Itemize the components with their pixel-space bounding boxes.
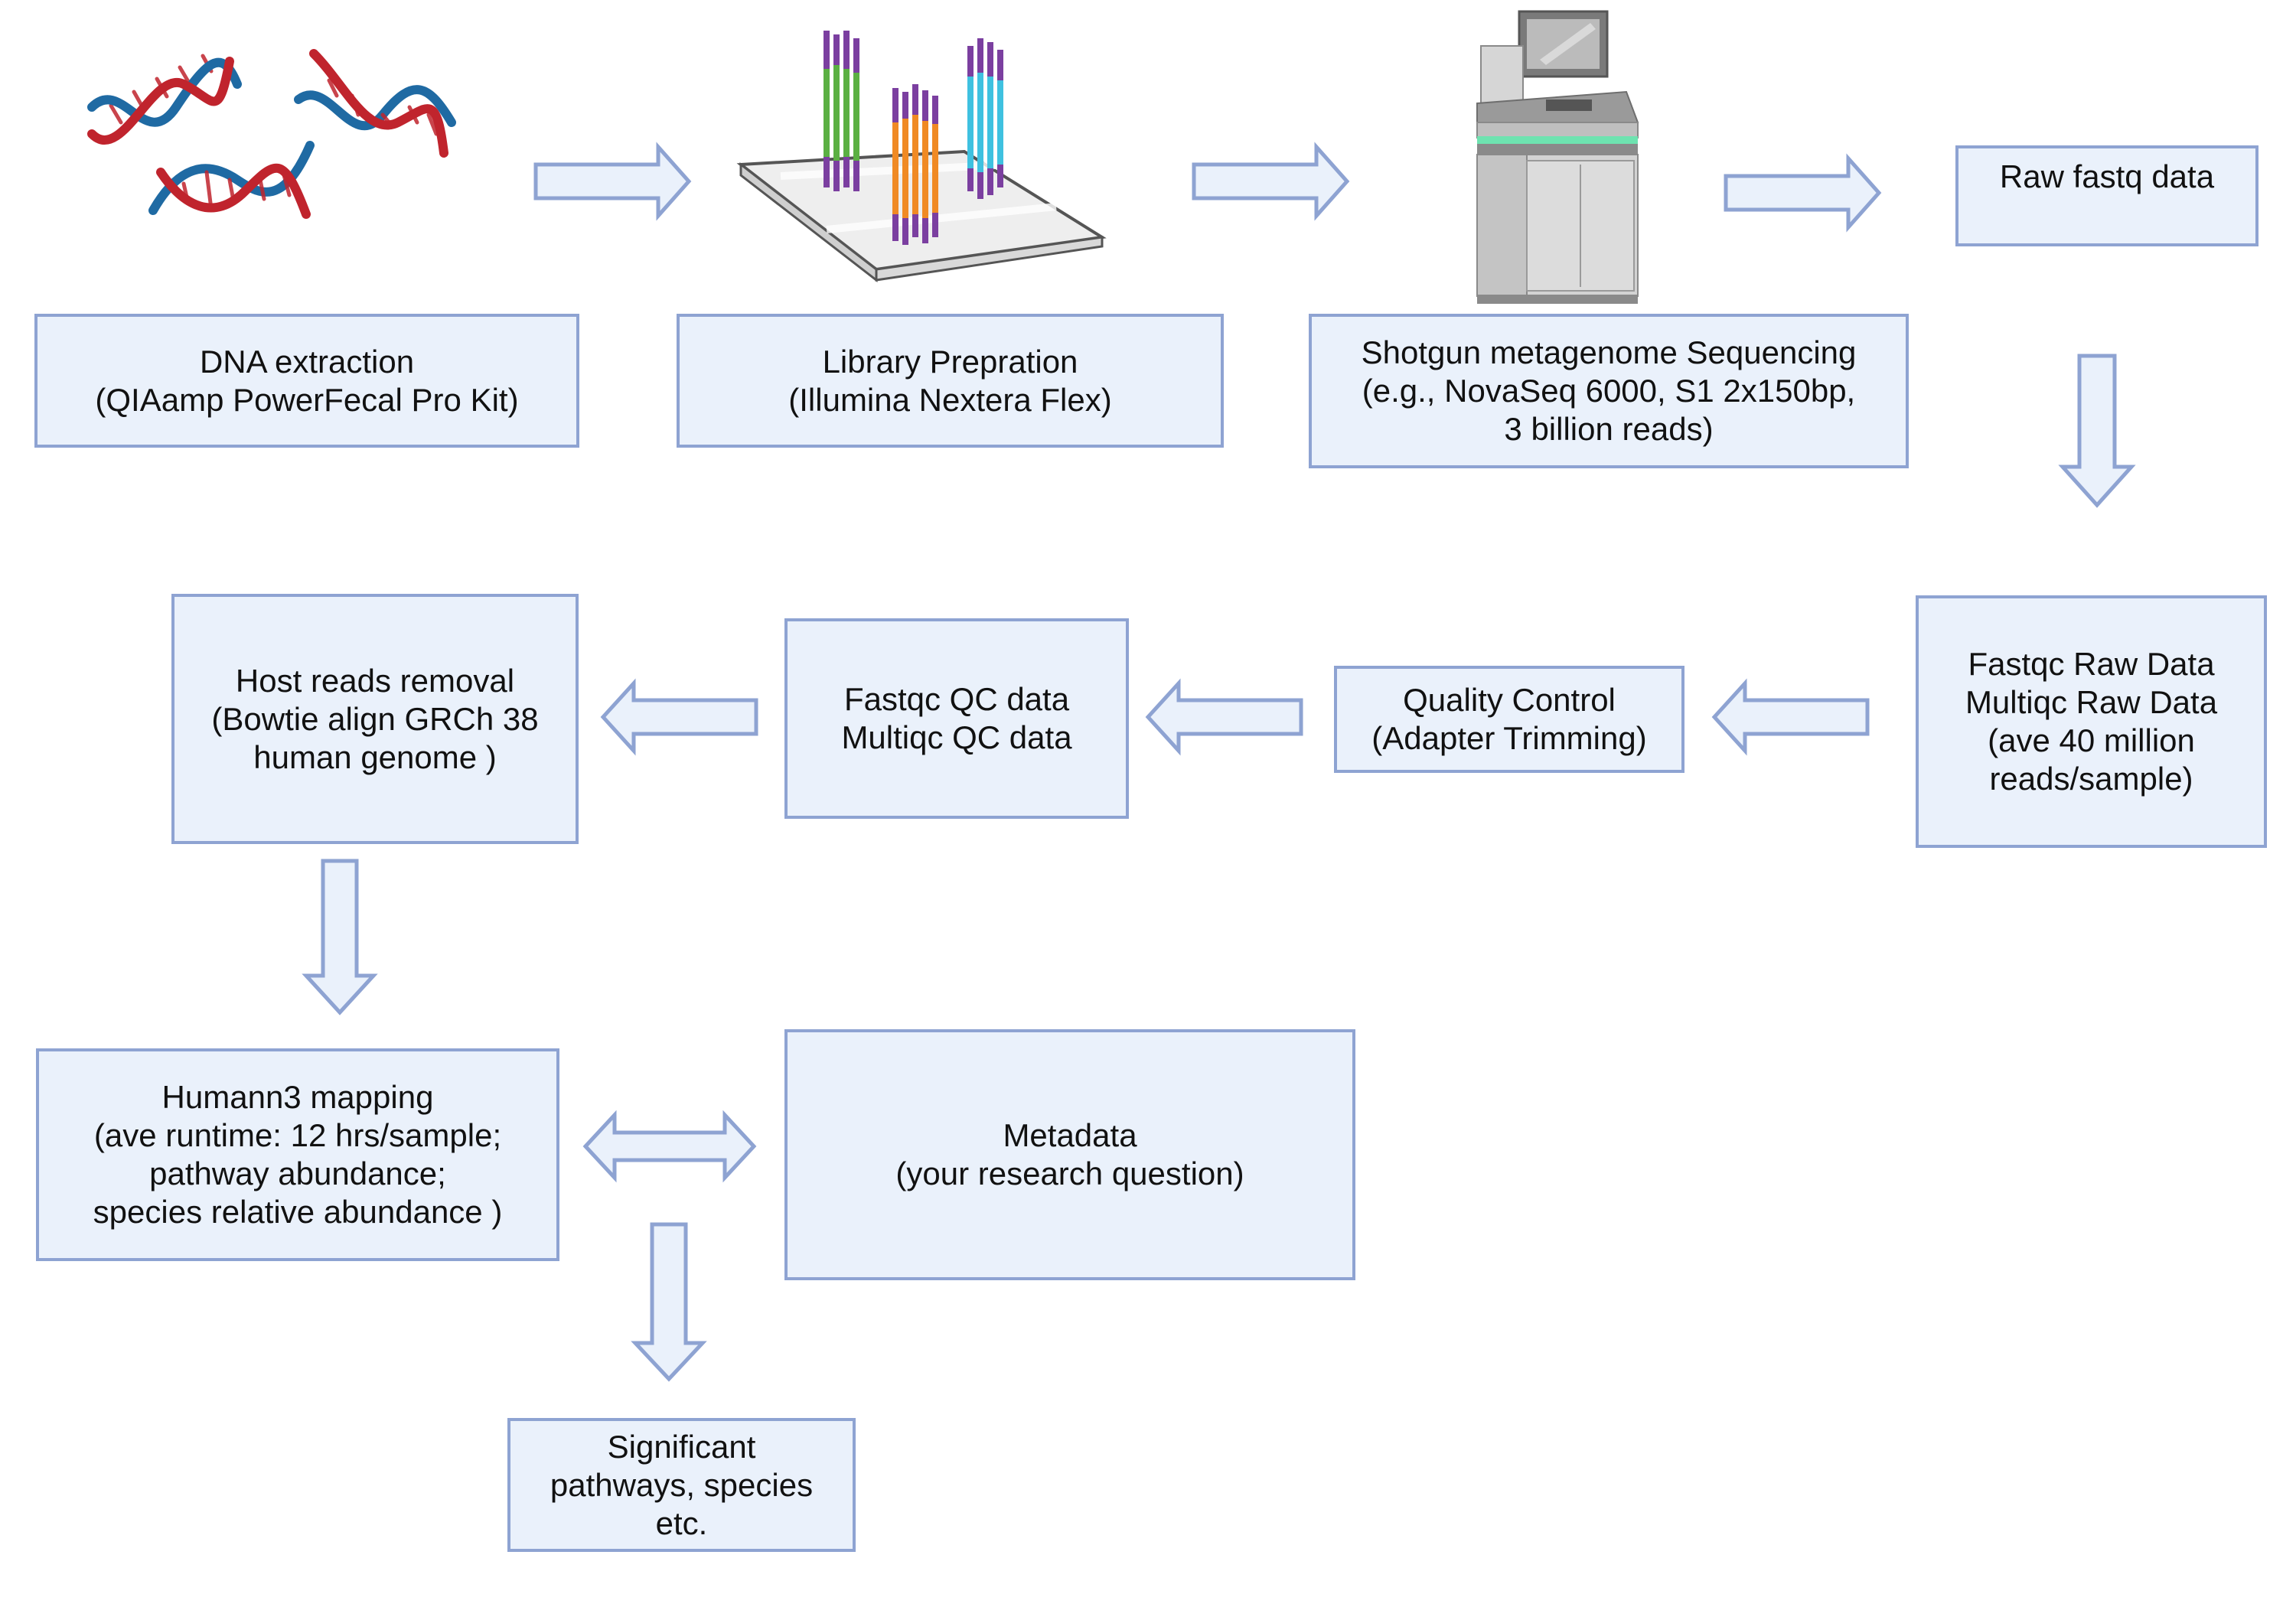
arrow-down-host-to-humann bbox=[302, 859, 378, 1015]
arrow-left-fastqc-to-qc bbox=[1711, 678, 1870, 756]
box-line: 3 billion reads) bbox=[1504, 411, 1714, 447]
box-line: Metadata bbox=[1003, 1117, 1137, 1153]
box-line: species relative abundance ) bbox=[93, 1194, 503, 1230]
box-line: pathways, species bbox=[550, 1466, 814, 1503]
box-line: (e.g., NovaSeq 6000, S1 2x150bp, bbox=[1362, 373, 1856, 409]
box-line: pathway abundance; bbox=[149, 1156, 446, 1191]
box-line: Host reads removal bbox=[235, 662, 515, 699]
box-line: Fastqc Raw Data bbox=[1968, 646, 2215, 682]
arrow-left-qcdata-to-host bbox=[600, 678, 758, 756]
dna-helix-2 bbox=[294, 49, 456, 158]
arrow-right-library-to-sequencing bbox=[1192, 142, 1350, 221]
box-line: (your research question) bbox=[895, 1156, 1244, 1191]
sequencing-box: Shotgun metagenome Sequencing (e.g., Nov… bbox=[1309, 314, 1909, 468]
box-line: (Illumina Nextera Flex) bbox=[788, 381, 1112, 418]
quality-control-box: Quality Control (Adapter Trimming) bbox=[1334, 666, 1684, 773]
box-line: Multiqc Raw Data bbox=[1965, 684, 2218, 720]
box-line: (QIAamp PowerFecal Pro Kit) bbox=[95, 381, 519, 418]
box-line: human genome ) bbox=[253, 738, 497, 775]
dna-helix-1 bbox=[87, 54, 242, 145]
dna-extraction-box: DNA extraction (QIAamp PowerFecal Pro Ki… bbox=[34, 314, 579, 448]
arrow-right-sequencing-to-rawfastq bbox=[1724, 153, 1882, 233]
dna-helix-3 bbox=[148, 141, 315, 219]
box-line: Library Prepration bbox=[822, 343, 1078, 380]
fastqc-raw-box: Fastqc Raw Data Multiqc Raw Data (ave 40… bbox=[1916, 595, 2267, 848]
metadata-box: Metadata (your research question) bbox=[784, 1029, 1355, 1280]
box-line: (Adapter Trimming) bbox=[1371, 720, 1647, 756]
box-line: Multiqc QC data bbox=[841, 719, 1072, 755]
arrow-down-humann-to-significant bbox=[631, 1222, 707, 1382]
box-line: (ave runtime: 12 hrs/sample; bbox=[93, 1117, 502, 1153]
box-line: (Bowtie align GRCh 38 bbox=[211, 700, 539, 737]
significant-results-box: Significant pathways, species etc. bbox=[507, 1418, 856, 1552]
box-line: Quality Control bbox=[1403, 682, 1616, 718]
box-line: Significant bbox=[607, 1428, 756, 1465]
box-line: etc. bbox=[655, 1504, 708, 1541]
fastqc-qc-box: Fastqc QC data Multiqc QC data bbox=[784, 618, 1129, 819]
arrow-both-humann-metadata bbox=[582, 1110, 757, 1183]
box-line: Raw fastq data bbox=[1999, 158, 2215, 194]
box-line: Shotgun metagenome Sequencing bbox=[1361, 334, 1857, 370]
host-removal-box: Host reads removal (Bowtie align GRCh 38… bbox=[171, 594, 579, 844]
box-line: Humann3 mapping bbox=[161, 1079, 434, 1115]
box-line: reads/sample) bbox=[1989, 761, 2193, 797]
arrow-right-extraction-to-library bbox=[533, 142, 692, 221]
raw-fastq-box: Raw fastq data bbox=[1955, 145, 2258, 246]
box-line: Fastqc QC data bbox=[843, 681, 1070, 717]
arrow-down-rawfastq-to-fastqc bbox=[2058, 354, 2136, 508]
box-line: DNA extraction bbox=[199, 343, 415, 380]
arrow-left-qc-to-qcdata bbox=[1145, 678, 1303, 756]
box-line: (ave 40 million bbox=[1988, 722, 2195, 758]
humann-mapping-box: Humann3 mapping (ave runtime: 12 hrs/sam… bbox=[36, 1048, 559, 1261]
library-prep-box: Library Prepration (Illumina Nextera Fle… bbox=[677, 314, 1224, 448]
